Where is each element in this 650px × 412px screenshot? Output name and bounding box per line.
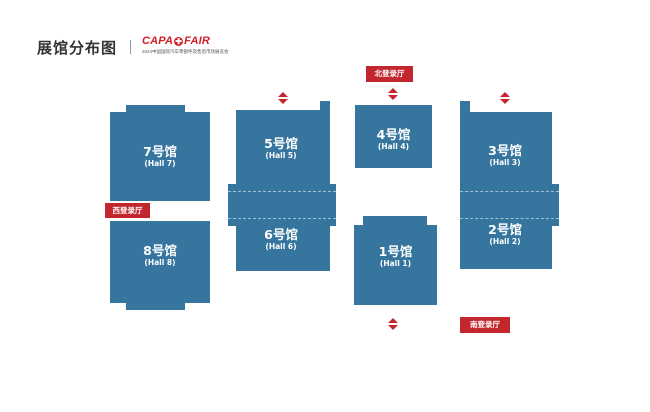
north-lobby[interactable]: 北登录厅	[366, 66, 413, 82]
entrance-arrow-icon	[278, 92, 288, 104]
logo-cross-icon: ✚	[174, 37, 184, 46]
hall-3-2-divider	[460, 191, 559, 192]
hall-3-2-divider-2	[460, 218, 559, 219]
hall-5[interactable]	[236, 110, 330, 185]
hall-4-name: 4号馆	[376, 127, 411, 142]
hall-2-label: 2号馆 (Hall 2)	[460, 222, 550, 247]
hall-6-sub: (Hall 6)	[265, 242, 297, 251]
hall-1-name: 1号馆	[378, 244, 413, 259]
hall-8-name: 8号馆	[143, 243, 177, 258]
hall-1[interactable]	[354, 225, 437, 305]
logo-subtitle: 2024中国国际汽车零部件及售后市场展览会	[142, 49, 229, 54]
hall-1-label: 1号馆 (Hall 1)	[354, 244, 437, 269]
hall-7-sub: (Hall 7)	[144, 159, 176, 168]
hall-3-sub: (Hall 3)	[489, 158, 521, 167]
logo-left-text: CAPA	[142, 35, 174, 47]
capa-fair-logo: CAPA✚FAIR 2024中国国际汽车零部件及售后市场展览会	[142, 36, 229, 55]
hall-7-label: 7号馆 (Hall 7)	[110, 144, 210, 169]
hall-1-notch	[363, 216, 427, 226]
hall-2-sub: (Hall 2)	[489, 237, 521, 246]
logo-right-text: FAIR	[184, 35, 211, 47]
hall-5-6-divider	[228, 191, 336, 192]
hall-6-label: 6号馆 (Hall 6)	[236, 227, 326, 252]
hall-5-6-divider-2	[228, 218, 336, 219]
hall-5-name: 5号馆	[264, 136, 298, 151]
hall-7-name: 7号馆	[143, 144, 177, 159]
hall-8-notch	[126, 302, 185, 310]
hall-5-sub: (Hall 5)	[265, 151, 297, 160]
hall-4[interactable]	[355, 105, 432, 168]
south-lobby[interactable]: 南登录厅	[460, 317, 510, 333]
hall-3-tab	[460, 101, 470, 113]
hall-5-tab	[320, 101, 330, 111]
entrance-arrow-icon	[500, 92, 510, 104]
hall-6-name: 6号馆	[264, 227, 298, 242]
west-lobby[interactable]: 西登录厅	[105, 203, 150, 218]
hall-5-label: 5号馆 (Hall 5)	[236, 136, 326, 161]
hall-8-label: 8号馆 (Hall 8)	[110, 243, 210, 268]
hall-7-notch	[126, 105, 185, 113]
entrance-arrow-icon	[388, 318, 398, 330]
hall-4-sub: (Hall 4)	[377, 142, 410, 151]
hall-8[interactable]	[110, 221, 210, 303]
logo-wordmark: CAPA✚FAIR	[142, 36, 229, 47]
hall-3[interactable]	[460, 112, 552, 185]
header-divider	[130, 40, 131, 54]
hall-7[interactable]	[110, 112, 210, 201]
hall-2[interactable]	[460, 225, 552, 269]
page-title: 展馆分布图	[37, 39, 118, 57]
hall-1-sub: (Hall 1)	[379, 259, 412, 268]
hall-6[interactable]	[236, 225, 330, 271]
hall-3-name: 3号馆	[488, 143, 522, 158]
hall-4-label: 4号馆 (Hall 4)	[355, 127, 432, 152]
entrance-arrow-icon	[388, 88, 398, 100]
hall-3-label: 3号馆 (Hall 3)	[460, 143, 550, 168]
hall-2-name: 2号馆	[488, 222, 522, 237]
hall-8-sub: (Hall 8)	[144, 258, 176, 267]
